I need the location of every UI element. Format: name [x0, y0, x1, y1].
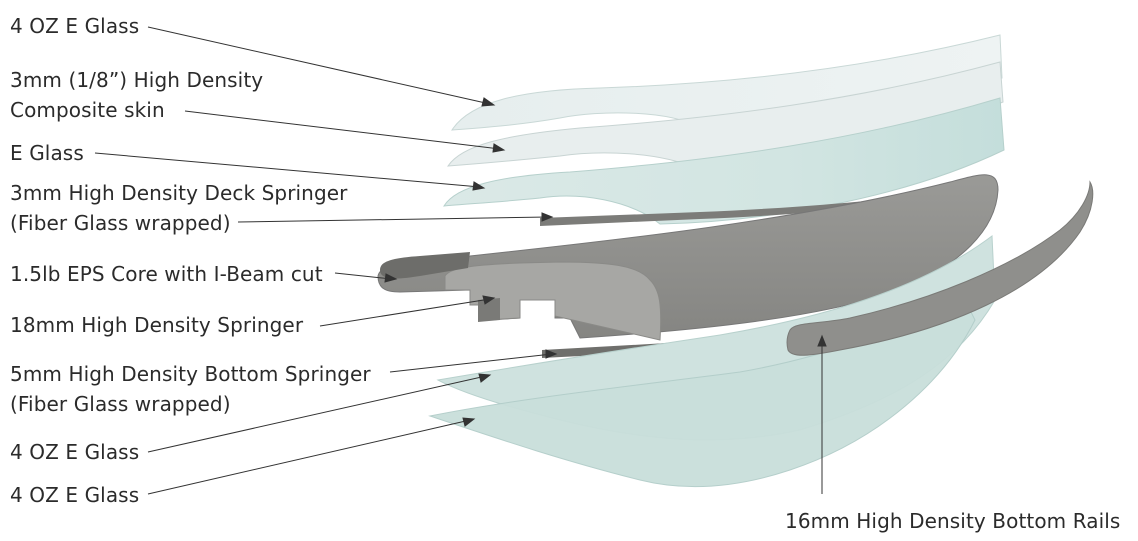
label-top-e-glass: 4 OZ E Glass [10, 14, 140, 38]
label-high-density-springer: 18mm High Density Springer [10, 313, 304, 337]
bottom-rail [786, 180, 1094, 356]
e-glass-layer [443, 97, 1005, 225]
core-front-face [444, 261, 662, 341]
label-eps-core: 1.5lb EPS Core with I-Beam cut [10, 262, 323, 286]
label-deck-springer-line2: (Fiber Glass wrapped) [10, 211, 231, 235]
label-bottom-e-glass-2: 4 OZ E Glass [10, 483, 140, 507]
label-deck-springer-line1: 3mm High Density Deck Springer [10, 181, 348, 205]
high-density-springer [478, 298, 500, 322]
core-rod [380, 252, 470, 279]
label-bottom-springer-line1: 5mm High Density Bottom Springer [10, 362, 371, 386]
label-bottom-rails: 16mm High Density Bottom Rails [785, 509, 1121, 533]
leader-lines [94, 26, 827, 495]
label-bottom-springer-line2: (Fiber Glass wrapped) [10, 392, 231, 416]
bottom-e-glass-layer-2 [428, 289, 976, 488]
label-composite-skin-line1: 3mm (1/8”) High Density [10, 68, 264, 92]
label-composite-skin-line2: Composite skin [10, 98, 165, 122]
bottom-springer [542, 336, 731, 358]
label-e-glass: E Glass [10, 141, 84, 165]
label-bottom-e-glass-1: 4 OZ E Glass [10, 440, 140, 464]
deck-springer [540, 194, 935, 226]
